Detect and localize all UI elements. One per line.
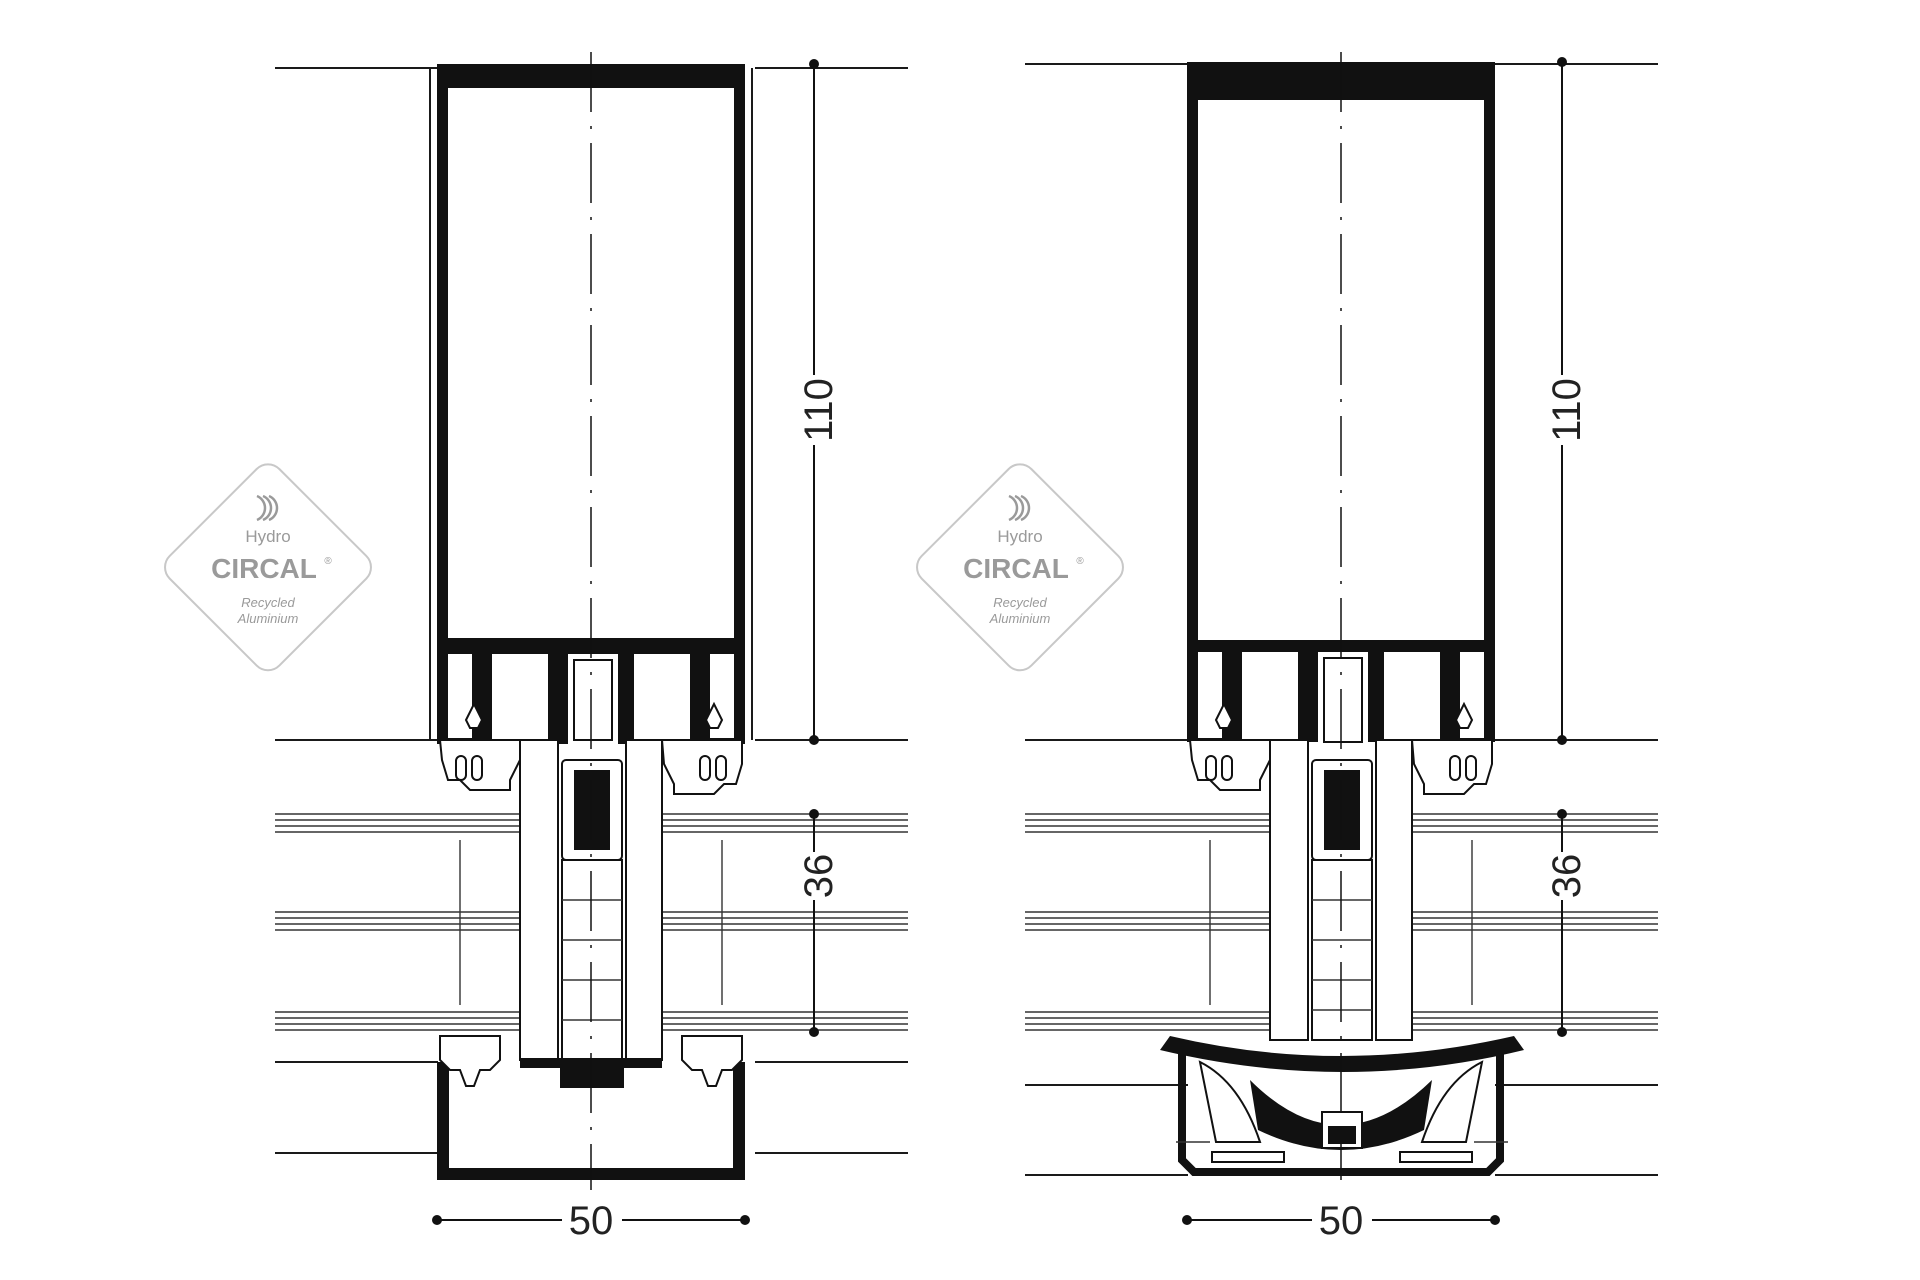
hydro-icon xyxy=(1008,494,1031,522)
detail-right: 110 36 50 Hydro CIRCAL ® Recy xyxy=(916,52,1658,1243)
hydro-icon xyxy=(256,494,279,522)
insulator-stack xyxy=(519,739,663,1088)
dimension-depth: 110 xyxy=(797,59,841,745)
dimension-width-label: 50 xyxy=(569,1199,614,1243)
logo-line-1: Recycled xyxy=(241,595,295,610)
logo-line-2: Aluminium xyxy=(989,611,1051,626)
logo-registered: ® xyxy=(324,556,332,567)
dimension-depth-label: 110 xyxy=(1545,378,1589,442)
logo-product: CIRCAL xyxy=(963,553,1069,584)
logo-product: CIRCAL xyxy=(211,553,317,584)
hydro-circal-logo: Hydro CIRCAL ® Recycled Aluminium xyxy=(164,463,372,672)
dimension-glass-label: 36 xyxy=(1545,854,1589,899)
wall-lines xyxy=(275,67,908,1154)
glass-unit-left xyxy=(275,813,520,1031)
dimension-glass-label: 36 xyxy=(797,854,841,899)
dimension-depth-label: 110 xyxy=(797,378,841,442)
dimension-width: 50 xyxy=(1182,1199,1500,1243)
logo-registered: ® xyxy=(1076,556,1084,567)
glass-unit-right xyxy=(662,813,908,1031)
dimension-glass: 36 xyxy=(1545,809,1589,1037)
dimension-width-label: 50 xyxy=(1319,1199,1364,1243)
inner-gaskets xyxy=(438,701,743,795)
detail-left: 110 36 50 Hydro CIRCAL ® xyxy=(164,52,908,1243)
insulator-stack xyxy=(1269,739,1413,1041)
logo-line-2: Aluminium xyxy=(237,611,299,626)
glass-unit-right xyxy=(1412,813,1658,1031)
logo-brand: Hydro xyxy=(245,527,290,546)
inner-gaskets xyxy=(1188,701,1493,795)
wall-lines xyxy=(1025,63,1658,1176)
logo-brand: Hydro xyxy=(997,527,1042,546)
sculpted-cover-cap xyxy=(1160,1036,1524,1176)
hydro-circal-logo: Hydro CIRCAL ® Recycled Aluminium xyxy=(916,463,1124,672)
glass-unit-left xyxy=(1025,813,1270,1031)
dimension-glass: 36 xyxy=(797,809,841,1037)
logo-line-1: Recycled xyxy=(993,595,1047,610)
dimension-depth: 110 xyxy=(1545,57,1589,745)
dimension-width: 50 xyxy=(432,1199,750,1243)
